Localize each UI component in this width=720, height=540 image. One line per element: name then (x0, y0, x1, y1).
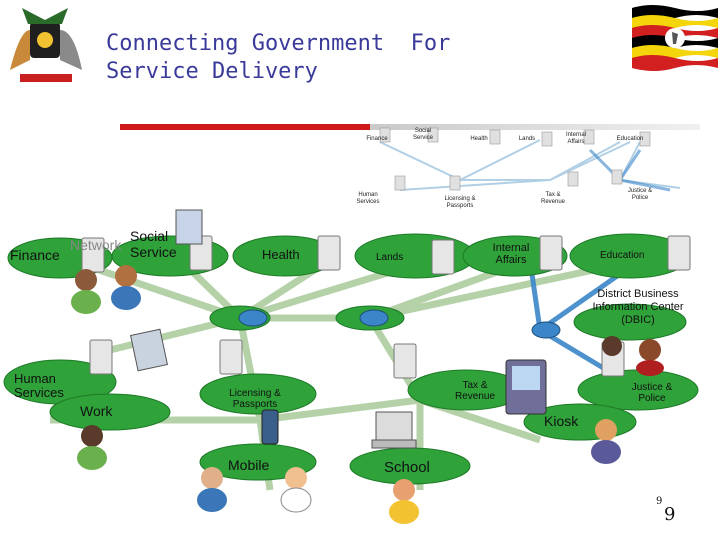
node-health: Health (262, 247, 300, 262)
server-icon (567, 171, 579, 187)
desktop-pc-icon (175, 209, 203, 245)
mobile-disc (199, 443, 317, 481)
server-icon (639, 131, 651, 147)
upper-node-social-service: Social Service (412, 128, 433, 141)
server-icon (317, 235, 341, 271)
server-icon (394, 175, 406, 191)
server-icon (489, 129, 501, 145)
node-mobile: Mobile (228, 457, 270, 473)
server-icon (449, 175, 461, 191)
upper-node-health: Health (470, 136, 488, 142)
node-lands: Lands (376, 252, 404, 263)
node-justice-police: Justice & Police (631, 382, 673, 404)
upper-node-lands: Lands (518, 136, 536, 142)
node-work: Work (80, 403, 113, 419)
server-icon (379, 127, 391, 143)
node-education: Education (600, 250, 645, 261)
person-icon (197, 467, 227, 512)
pda-icon (129, 328, 169, 372)
computer-icon (375, 411, 413, 441)
node-tax-revenue: Tax & Revenue (454, 380, 496, 402)
server-icon (583, 129, 595, 145)
server-icon (611, 169, 623, 185)
router-icon (531, 321, 561, 339)
mobile-phone-icon (261, 409, 279, 445)
page-title: Connecting Government For Service Delive… (106, 30, 450, 86)
router-icon (359, 309, 389, 327)
person-icon (389, 479, 419, 524)
person-icons (71, 265, 664, 524)
node-school: School (384, 459, 430, 476)
title-line-1: Connecting Government For (106, 31, 451, 56)
coat-of-arms-emblem (0, 0, 92, 90)
upper-node-finance: Finance (366, 136, 388, 142)
server-icon (393, 343, 417, 379)
upper-node-internal-affairs: Internal Affairs (565, 132, 586, 145)
licensing-disc (199, 373, 317, 415)
node-licensing: Licensing & Passports (229, 388, 281, 410)
server-icon (89, 339, 113, 375)
person-icon (111, 265, 141, 310)
person-icon (591, 419, 621, 464)
person-icon (71, 269, 101, 314)
upper-node-tax-revenue: Tax & Revenue (540, 192, 566, 205)
node-internal-affairs: Internal Affairs (492, 242, 530, 266)
person-icon (602, 336, 622, 356)
upper-node-licensing: Licensing & Passports (444, 196, 476, 209)
page-number: 9 (664, 504, 676, 525)
node-kiosk: Kiosk (544, 413, 579, 429)
server-icon (667, 235, 691, 271)
node-network-fragment: Network (70, 237, 122, 253)
router-icon (238, 309, 268, 327)
main-network-diagram (3, 209, 699, 524)
person-icon (636, 339, 664, 376)
uganda-flag-icon (632, 2, 718, 72)
upper-network-diagram (379, 127, 681, 192)
title-divider-grey (370, 124, 700, 130)
node-social-service: Social Service (130, 228, 177, 260)
title-divider-red (120, 124, 370, 130)
server-icon (427, 127, 439, 143)
upper-node-education: Education (616, 136, 644, 142)
node-finance: Finance (10, 247, 60, 263)
dbic-disc (573, 303, 687, 341)
lands-disc (354, 233, 476, 279)
node-dbic: District Business Information Center (DB… (592, 288, 684, 326)
person-icon (280, 467, 312, 513)
upper-node-human-services: Human Services (356, 192, 380, 205)
network-work-disc (49, 393, 171, 431)
upper-node-justice-police: Justice & Police (627, 188, 653, 201)
server-icon (541, 131, 553, 147)
page-number-small: 9 (656, 496, 663, 507)
server-icon (431, 239, 455, 275)
node-human-services: Human Services (14, 371, 64, 400)
title-line-2: Service Delivery (106, 59, 318, 84)
person-icon (77, 425, 107, 470)
server-icon (539, 235, 563, 271)
server-icon (219, 339, 243, 375)
